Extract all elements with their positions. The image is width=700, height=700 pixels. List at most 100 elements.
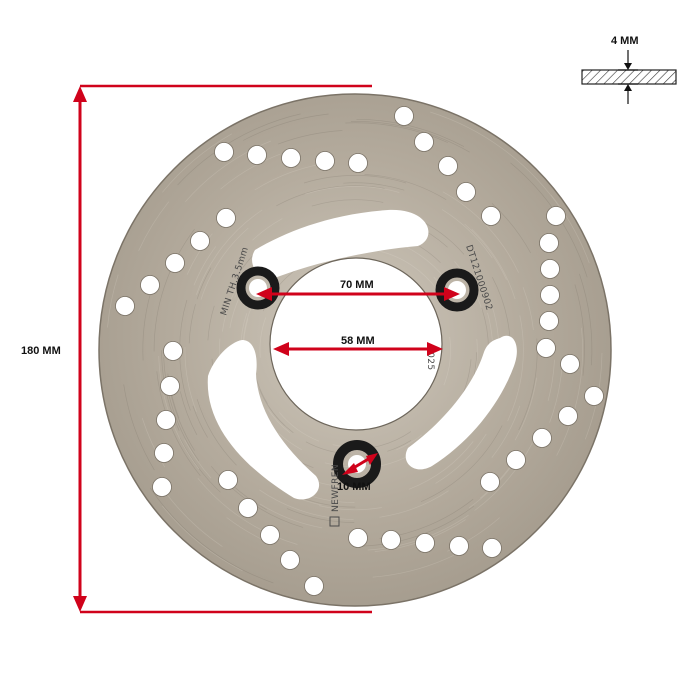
brush-stroke (200, 227, 249, 300)
thickness-label: 4 MM (611, 35, 639, 47)
brush-stroke (237, 424, 272, 462)
brush-stroke (556, 327, 583, 456)
brush-stroke (252, 218, 283, 241)
brush-stroke (464, 223, 507, 280)
brush-stroke (192, 405, 208, 438)
brush-stroke (196, 267, 212, 300)
brush-stroke (364, 174, 447, 200)
cross-section-icon (581, 69, 677, 85)
brush-stroke (196, 398, 237, 466)
brush-stroke (289, 455, 314, 469)
brush-stroke (514, 377, 537, 441)
brush-stroke (491, 203, 532, 254)
brush-stroke (259, 503, 323, 529)
brush-stroke (463, 378, 474, 407)
brush-stroke (163, 357, 200, 462)
brush-stroke (420, 425, 503, 503)
brush-stroke (254, 162, 334, 191)
brush-stroke (452, 352, 478, 423)
brush-stroke (306, 494, 355, 503)
brush-stroke (356, 118, 465, 147)
brush-stroke (379, 498, 474, 540)
disc-outer-edge (98, 93, 612, 607)
brush-stroke (408, 441, 474, 490)
brush-stroke (158, 355, 200, 470)
brush-stroke (339, 234, 410, 249)
brush-stroke (161, 350, 180, 431)
brush-stroke (259, 317, 267, 358)
brush-stroke (414, 217, 465, 255)
brush-stroke (374, 519, 466, 552)
brush-stroke (441, 209, 493, 259)
brush-stroke (518, 338, 538, 431)
brush-stroke (584, 352, 603, 440)
brush-stroke (574, 284, 585, 376)
vent-hole (438, 156, 458, 176)
vent-hole (381, 530, 401, 550)
vent-hole (163, 341, 183, 361)
bolt-holes (236, 266, 479, 488)
brush-stroke (242, 307, 252, 353)
brush-stroke (156, 371, 201, 476)
brush-stroke (345, 122, 448, 143)
brush-stroke (193, 246, 217, 286)
height-arrow-top (73, 86, 87, 102)
brush-stroke (305, 186, 400, 195)
brush-stroke (491, 277, 511, 364)
brush-stroke (547, 359, 555, 401)
vent-hole (415, 533, 435, 553)
center-bore-edge (269, 257, 443, 431)
brush-stroke (442, 191, 519, 273)
brush-stroke (278, 433, 302, 451)
vent-hole (348, 528, 368, 548)
brush-stroke (369, 212, 448, 248)
vent-hole (348, 153, 368, 173)
brush-stroke (185, 140, 272, 203)
brush-stroke (239, 447, 267, 473)
vent-hole (536, 338, 556, 358)
brush-stroke (387, 440, 412, 452)
brush-stroke (372, 554, 455, 578)
brush-stroke (303, 175, 407, 184)
brush-stroke (291, 494, 322, 506)
bolt-spacing-label: 70 MM (340, 279, 374, 291)
vent-hole (190, 231, 210, 251)
brush-stroke (267, 408, 291, 434)
brush-stroke (443, 337, 451, 386)
brush-stroke (220, 153, 281, 190)
brush-stroke (226, 479, 267, 511)
brush-stroke (487, 312, 493, 341)
vent-hole (140, 275, 160, 295)
vent-hole (165, 253, 185, 273)
brush-stroke (481, 307, 489, 350)
brand-engraving: NEWFREN (329, 464, 341, 527)
brush-stroke (278, 411, 320, 442)
vent-hole (540, 259, 560, 279)
newfren-logo-icon (329, 516, 340, 527)
brush-stroke (470, 338, 478, 391)
brush-stroke (510, 162, 588, 278)
brush-stroke (138, 201, 170, 251)
ventilation-holes (115, 106, 604, 596)
brush-stroke (179, 391, 198, 436)
brush-stroke (475, 271, 499, 339)
brush-stroke (167, 373, 180, 419)
brush-stroke (162, 505, 243, 572)
vent-hole (546, 206, 566, 226)
brush-stroke (300, 497, 356, 508)
brush-stroke (196, 209, 263, 295)
bolt-hole-ring-right (435, 268, 479, 312)
brush-stroke (169, 390, 195, 451)
brush-stroke (490, 375, 502, 409)
vent-hole (238, 498, 258, 518)
brush-stroke (354, 505, 475, 547)
brush-stroke (211, 466, 304, 528)
center-bore-dimension: 58 MM (273, 335, 443, 356)
height-arrow-bottom (73, 596, 87, 612)
brush-stroke (162, 133, 232, 193)
vent-hole (115, 296, 135, 316)
vent-hole (152, 477, 172, 497)
vent-hole (394, 106, 414, 126)
brush-stroke (389, 232, 441, 263)
